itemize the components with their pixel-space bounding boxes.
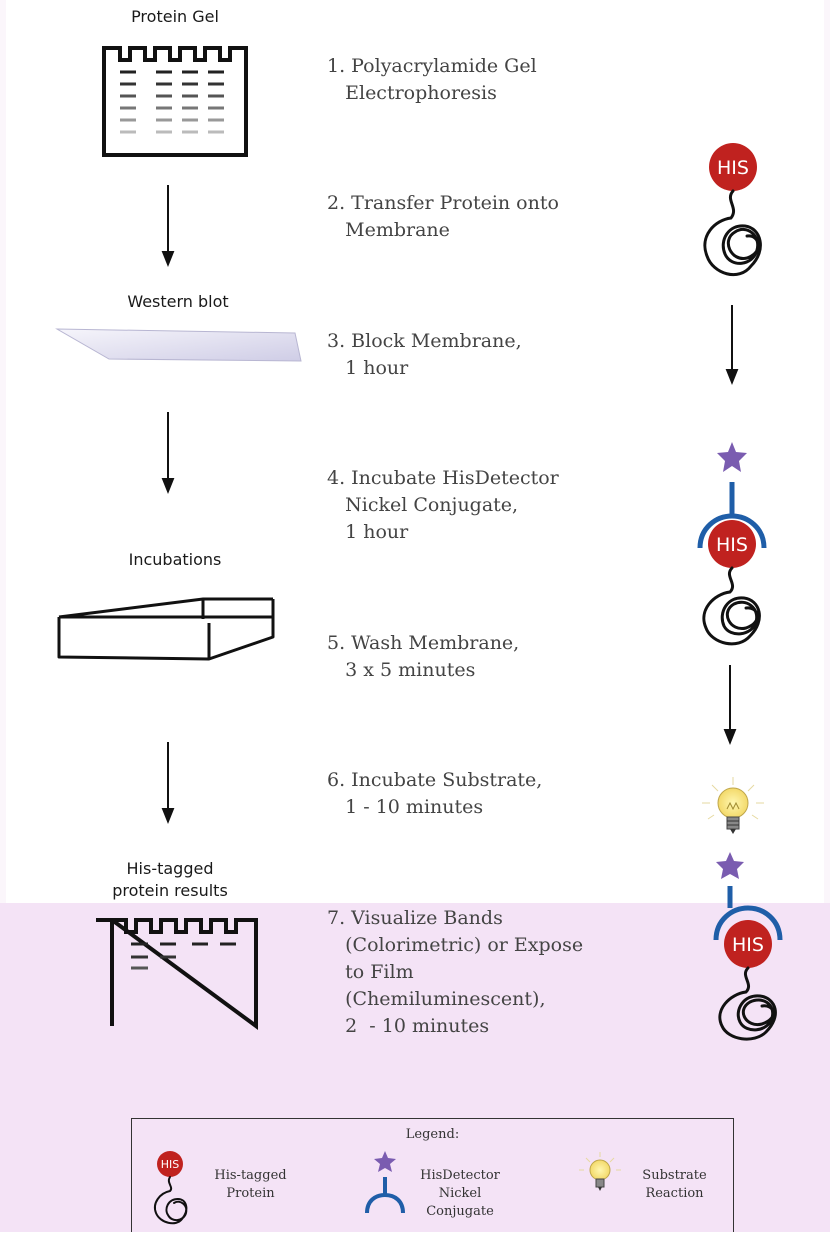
his-tagged-protein-icon: HIS: [703, 143, 762, 277]
lightbulb-icon: [579, 1152, 621, 1191]
incubations-label: Incubations: [128, 550, 222, 569]
step-1-text: 1. Polyacrylamide Gel Electrophoresis: [327, 55, 537, 104]
nickel-conjugate-icon: [365, 1151, 405, 1214]
legend-substrate-label: Substrate Reaction: [642, 1168, 707, 1201]
protein-gel-icon: [102, 46, 248, 157]
his-tagged-results-label: His-tagged protein results: [112, 859, 228, 900]
step-3-text: 3. Block Membrane, 1 hour: [327, 330, 522, 379]
right-edge: [824, 0, 830, 1232]
his-badge-text: HIS: [716, 534, 748, 556]
his-badge-text: HIS: [732, 934, 764, 956]
result-gel-icon: [96, 918, 258, 1030]
step-4-text: 4. Incubate HisDetector Nickel Conjugate…: [327, 467, 559, 543]
conjugate-bound-protein-icon: HIS: [697, 442, 767, 646]
step-7-text: 7. Visualize Bands (Colorimetric) or Exp…: [327, 907, 584, 1037]
western-blot-label: Western blot: [127, 292, 229, 311]
step-6-text: 6. Incubate Substrate, 1 - 10 minutes: [327, 769, 543, 818]
step-5-text: 5. Wash Membrane, 3 x 5 minutes: [327, 632, 520, 681]
his-badge-text: HIS: [717, 157, 749, 179]
lightbulb-icon: [702, 777, 764, 834]
arrow-down-icon: [161, 412, 175, 494]
his-tagged-protein-icon: HIS: [154, 1151, 188, 1225]
step-2-text: 2. Transfer Protein onto Membrane: [327, 192, 559, 241]
legend-title: Legend:: [405, 1127, 460, 1142]
left-edge: [0, 0, 6, 1232]
arrow-down-icon: [725, 305, 739, 385]
his-badge-text: HIS: [161, 1158, 180, 1171]
arrow-down-icon: [161, 742, 175, 824]
protein-gel-label: Protein Gel: [131, 7, 219, 26]
legend-his-tagged-label: His-tagged Protein: [214, 1168, 287, 1201]
legend: Legend: HIS His-tagged Protein HisDetect…: [131, 1118, 734, 1232]
membrane-icon: [55, 328, 302, 362]
arrow-down-icon: [723, 665, 737, 745]
incubation-tray-icon: [57, 597, 275, 661]
arrow-down-icon: [161, 185, 175, 267]
conjugate-bound-protein-icon: HIS: [713, 852, 783, 1041]
legend-conjugate-label: HisDetector Nickel Conjugate: [420, 1168, 500, 1219]
